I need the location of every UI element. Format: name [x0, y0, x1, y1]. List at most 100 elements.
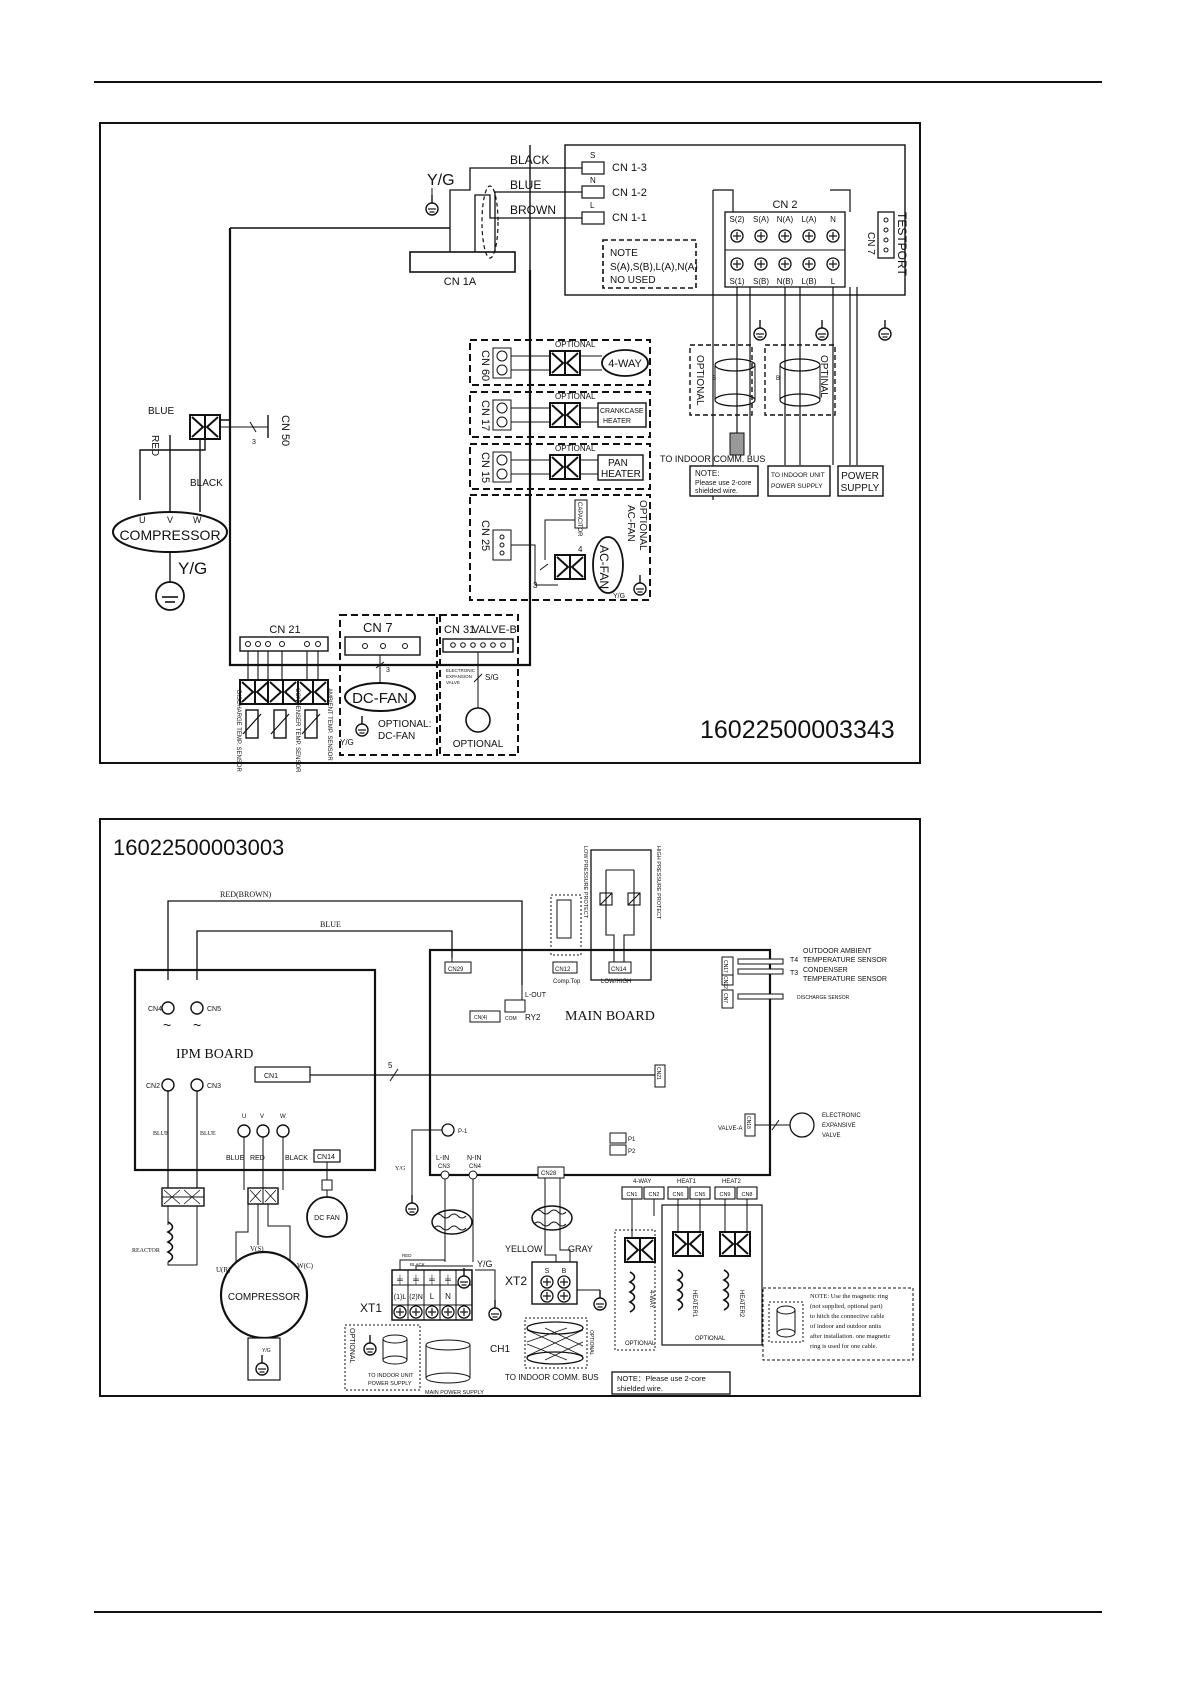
- cn4-label: CN4: [148, 1006, 162, 1013]
- cn17-label: CN17: [722, 960, 728, 973]
- to-indoor-unit-label: TO INDOOR UNIT: [771, 472, 825, 479]
- valve-b-label: VALVE-B: [472, 624, 517, 636]
- ring-note-box: [762, 1287, 914, 1361]
- compressor-v-label: V: [167, 515, 173, 525]
- cn2-bottom-term: L: [831, 277, 836, 286]
- optional-acfan-label: OPTIONAL: [637, 500, 648, 551]
- cn7-test-label: CN 7: [865, 232, 876, 255]
- cn4-relay-label: CN(4): [474, 1015, 488, 1021]
- cn2-top-term: S(2): [729, 215, 744, 224]
- optional-dcfan-label: OPTIONAL:: [378, 719, 431, 730]
- condenser-sensor-label: CONDENSER TEMP. SENSOR: [294, 688, 300, 773]
- cn2-ipm-label: CN2: [146, 1083, 160, 1090]
- cn50-label: CN 50: [279, 415, 291, 446]
- low-high-label: LOW/HIGH: [601, 979, 631, 985]
- cn14-ipm-label: CN14: [317, 1154, 335, 1161]
- cn5-bottom-label: CN5: [694, 1192, 705, 1198]
- cn5-label: CN5: [207, 1006, 221, 1013]
- cn9-label: CN9: [719, 1192, 730, 1198]
- dc-fan-label: DC-FAN: [352, 690, 408, 707]
- red-brown-wire-label: RED(BROWN): [220, 890, 271, 899]
- ch1-label: CH1: [490, 1344, 510, 1355]
- cn2-top-term: L(A): [801, 215, 816, 224]
- to-indoor-bus-2-label: TO INDOOR COMM. BUS: [505, 1373, 599, 1382]
- xt1-label: XT1: [360, 1301, 382, 1315]
- yg-compressor-label: Y/G: [262, 1348, 271, 1354]
- ring-note-line: after installation. one magnetic: [810, 1333, 891, 1340]
- eev-2-label-2: EXPANSIVE: [822, 1123, 856, 1129]
- capacitor-label: CAPACITOR: [576, 502, 582, 537]
- ipm-board: [133, 968, 377, 1172]
- black-small-label: BLACK: [410, 1262, 425, 1267]
- w-label: W: [280, 1114, 286, 1120]
- optional-valve-label: OPTIONAL: [453, 739, 504, 750]
- eev-label-3: VALVE: [446, 680, 460, 685]
- cn2-bottom-term: L(B): [801, 277, 816, 286]
- ac-symbol: ~: [193, 1017, 201, 1033]
- cn2-bottom-label: CN2: [648, 1192, 659, 1198]
- cn1-ipm-label: CN1: [264, 1073, 278, 1080]
- p2-label: P2: [628, 1149, 636, 1155]
- cn2-top-term: N(A): [777, 215, 794, 224]
- wire-count-label: 4: [578, 545, 583, 554]
- optional-acfan-label-2: AC-FAN: [625, 505, 636, 542]
- note-title: NOTE: [610, 248, 638, 259]
- main-board: [428, 948, 772, 1177]
- wire-count-label: 3: [252, 439, 256, 446]
- compressor-black-label: BLACK: [190, 478, 223, 489]
- l-in-label: L-IN: [436, 1155, 449, 1162]
- ring-note-line: (not supplied, optional part): [810, 1303, 883, 1310]
- cn2-bottom-term: S(1): [729, 277, 744, 286]
- ambient-sensor-label: AMBIENT TEMP. SENSOR: [326, 688, 332, 761]
- cn4-bottom-label: CN4: [469, 1164, 482, 1170]
- cn1a-connector: [409, 251, 516, 273]
- xt1-top-term: ╪: [428, 1274, 435, 1285]
- cn7-label: CN7: [722, 993, 728, 1003]
- four-way-header-label: 4-WAY: [633, 1179, 651, 1185]
- optional-label: OPTIONAL: [555, 444, 596, 453]
- blue-wire-label: BLUE: [320, 920, 341, 929]
- note-2-line-1: NOTE：Please use 2-core: [617, 1374, 706, 1383]
- xt1-term-label: N: [445, 1292, 451, 1301]
- p1-label: P1: [628, 1137, 636, 1143]
- compressor-blue-label: BLUE: [148, 406, 174, 417]
- four-way-vertical-label: 4-WAY: [648, 1290, 654, 1308]
- u-r-label: U(R): [216, 1266, 231, 1274]
- yg-xt-label: Y/G: [477, 1259, 493, 1269]
- p1-connector-label: P-1: [458, 1129, 468, 1135]
- gray-wire-label: GRAY: [568, 1244, 593, 1254]
- wire-count-label: 3: [386, 667, 390, 674]
- n-in-label: N-IN: [467, 1155, 481, 1162]
- cn2-top-term: S(A): [753, 215, 769, 224]
- outdoor-temp-label: TEMPERATURE SENSOR: [803, 957, 887, 964]
- cn22-label: CN22: [722, 976, 728, 989]
- cn7-fan-label: CN 7: [363, 620, 393, 635]
- footer-rule: [94, 1611, 1102, 1613]
- l-out-label: L-OUT: [525, 992, 547, 999]
- blue-right-label: BLUE: [200, 1131, 216, 1137]
- xt2-label: XT2: [505, 1274, 527, 1288]
- cn21-2-label: CN21: [655, 1067, 661, 1080]
- b-label: B: [712, 376, 716, 382]
- valve-a-label: VALVE-A: [718, 1126, 742, 1132]
- cn18-label: CN18: [745, 1116, 751, 1129]
- cn1a-label: CN 1A: [444, 276, 477, 288]
- pan-heater-label: HEATER: [601, 469, 641, 480]
- cn2-bottom-term: S(B): [753, 277, 769, 286]
- w-c-label: W(C): [297, 1262, 314, 1270]
- to-indoor-unit-2-label: TO INDOOR UNIT: [368, 1373, 414, 1379]
- optional-label: OPTIONAL: [694, 355, 705, 406]
- blue-wire-label: BLUE: [510, 178, 541, 192]
- com-label: COM: [505, 1016, 517, 1022]
- cn13-label: CN 1-3: [612, 162, 647, 174]
- optional-heater-label: OPTIONAL: [695, 1336, 726, 1342]
- dc-fan-2-label: DC FAN: [314, 1215, 340, 1222]
- s-terminal-label: S: [590, 151, 595, 160]
- yg-acfan-label: Y/G: [613, 593, 625, 600]
- t4-label: T4: [790, 957, 798, 964]
- xt1-top-term: ╪: [396, 1274, 403, 1285]
- low-pressure-label: LOW PRESSURE PROTECT: [582, 846, 588, 919]
- u-label: U: [242, 1114, 246, 1120]
- yg-dcfan-label: Y/G: [340, 738, 354, 747]
- ac-symbol: ~: [163, 1017, 171, 1033]
